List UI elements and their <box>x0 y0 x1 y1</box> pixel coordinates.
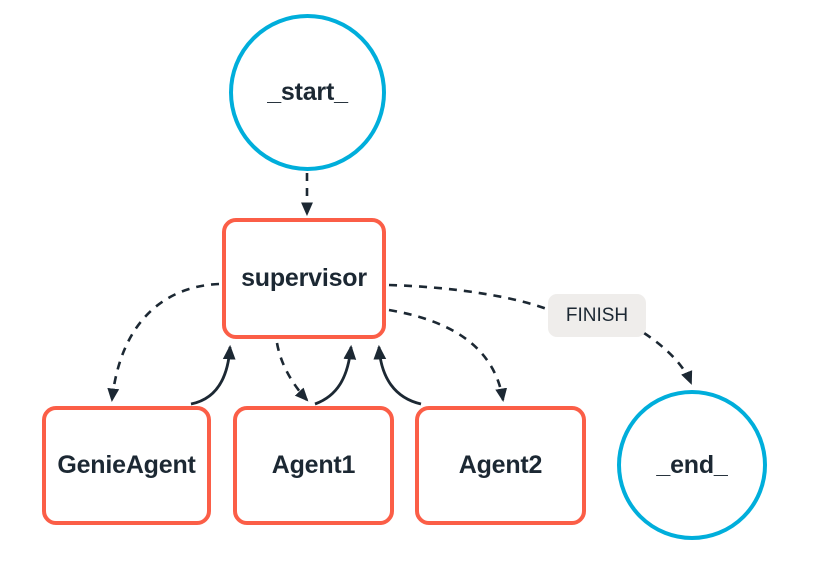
node-end[interactable]: _end_ <box>617 390 767 540</box>
edge-label-finish-text: FINISH <box>565 304 629 326</box>
node-genieagent[interactable]: GenieAgent <box>42 406 211 525</box>
edge-agent2-to-supervisor <box>373 344 422 406</box>
node-start[interactable]: _start_ <box>229 14 386 171</box>
edge-label-finish: FINISH <box>548 294 646 337</box>
node-supervisor-label: supervisor <box>241 264 367 292</box>
edge-supervisor-to-genieagent <box>107 282 220 403</box>
node-agent1[interactable]: Agent1 <box>233 406 394 525</box>
edge-finish-to-end <box>643 331 693 385</box>
node-start-label: _start_ <box>267 78 348 106</box>
node-agent1-label: Agent1 <box>271 451 356 479</box>
edge-supervisor-to-agent2 <box>388 308 508 403</box>
edge-agent1-to-supervisor <box>314 344 357 406</box>
edge-supervisor-to-finish <box>388 283 553 313</box>
node-agent2[interactable]: Agent2 <box>415 406 586 525</box>
node-supervisor[interactable]: supervisor <box>222 218 386 339</box>
node-genieagent-label: GenieAgent <box>57 451 196 479</box>
edge-supervisor-to-agent1 <box>275 342 309 402</box>
node-end-label: _end_ <box>656 450 728 479</box>
node-agent2-label: Agent2 <box>458 451 543 479</box>
edge-genieagent-to-supervisor <box>190 344 236 406</box>
